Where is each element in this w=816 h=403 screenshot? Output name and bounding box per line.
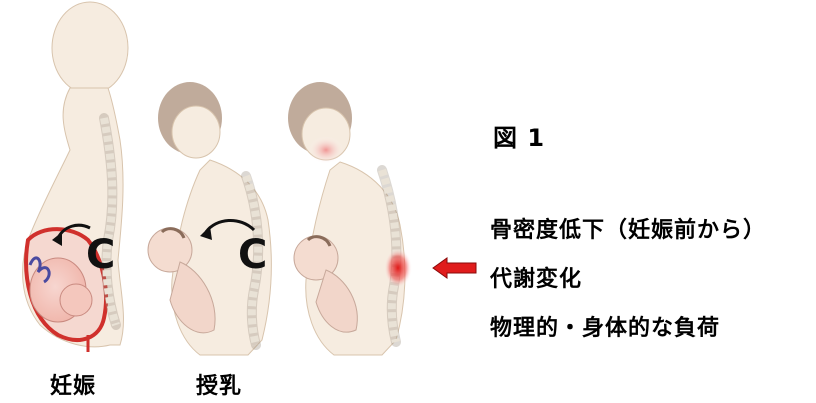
factor-metabolism: 代謝変化	[490, 261, 582, 293]
rotation-glyph-1: C	[86, 232, 115, 278]
back-pain-figure	[288, 82, 412, 355]
caption-breastfeeding: 授乳	[196, 368, 242, 400]
breastfeeding-figure	[148, 82, 271, 355]
pain-spot	[384, 248, 412, 288]
pregnant-figure	[23, 2, 128, 352]
figure-title: 図 1	[493, 118, 545, 153]
red-arrow-icon	[433, 258, 476, 278]
factor-bone-density: 骨密度低下（妊娠前から）	[490, 212, 766, 244]
caption-pregnancy: 妊娠	[50, 368, 96, 400]
rotation-glyph-2: C	[238, 232, 267, 278]
factor-physical-load: 物理的・身体的な負荷	[490, 310, 720, 342]
